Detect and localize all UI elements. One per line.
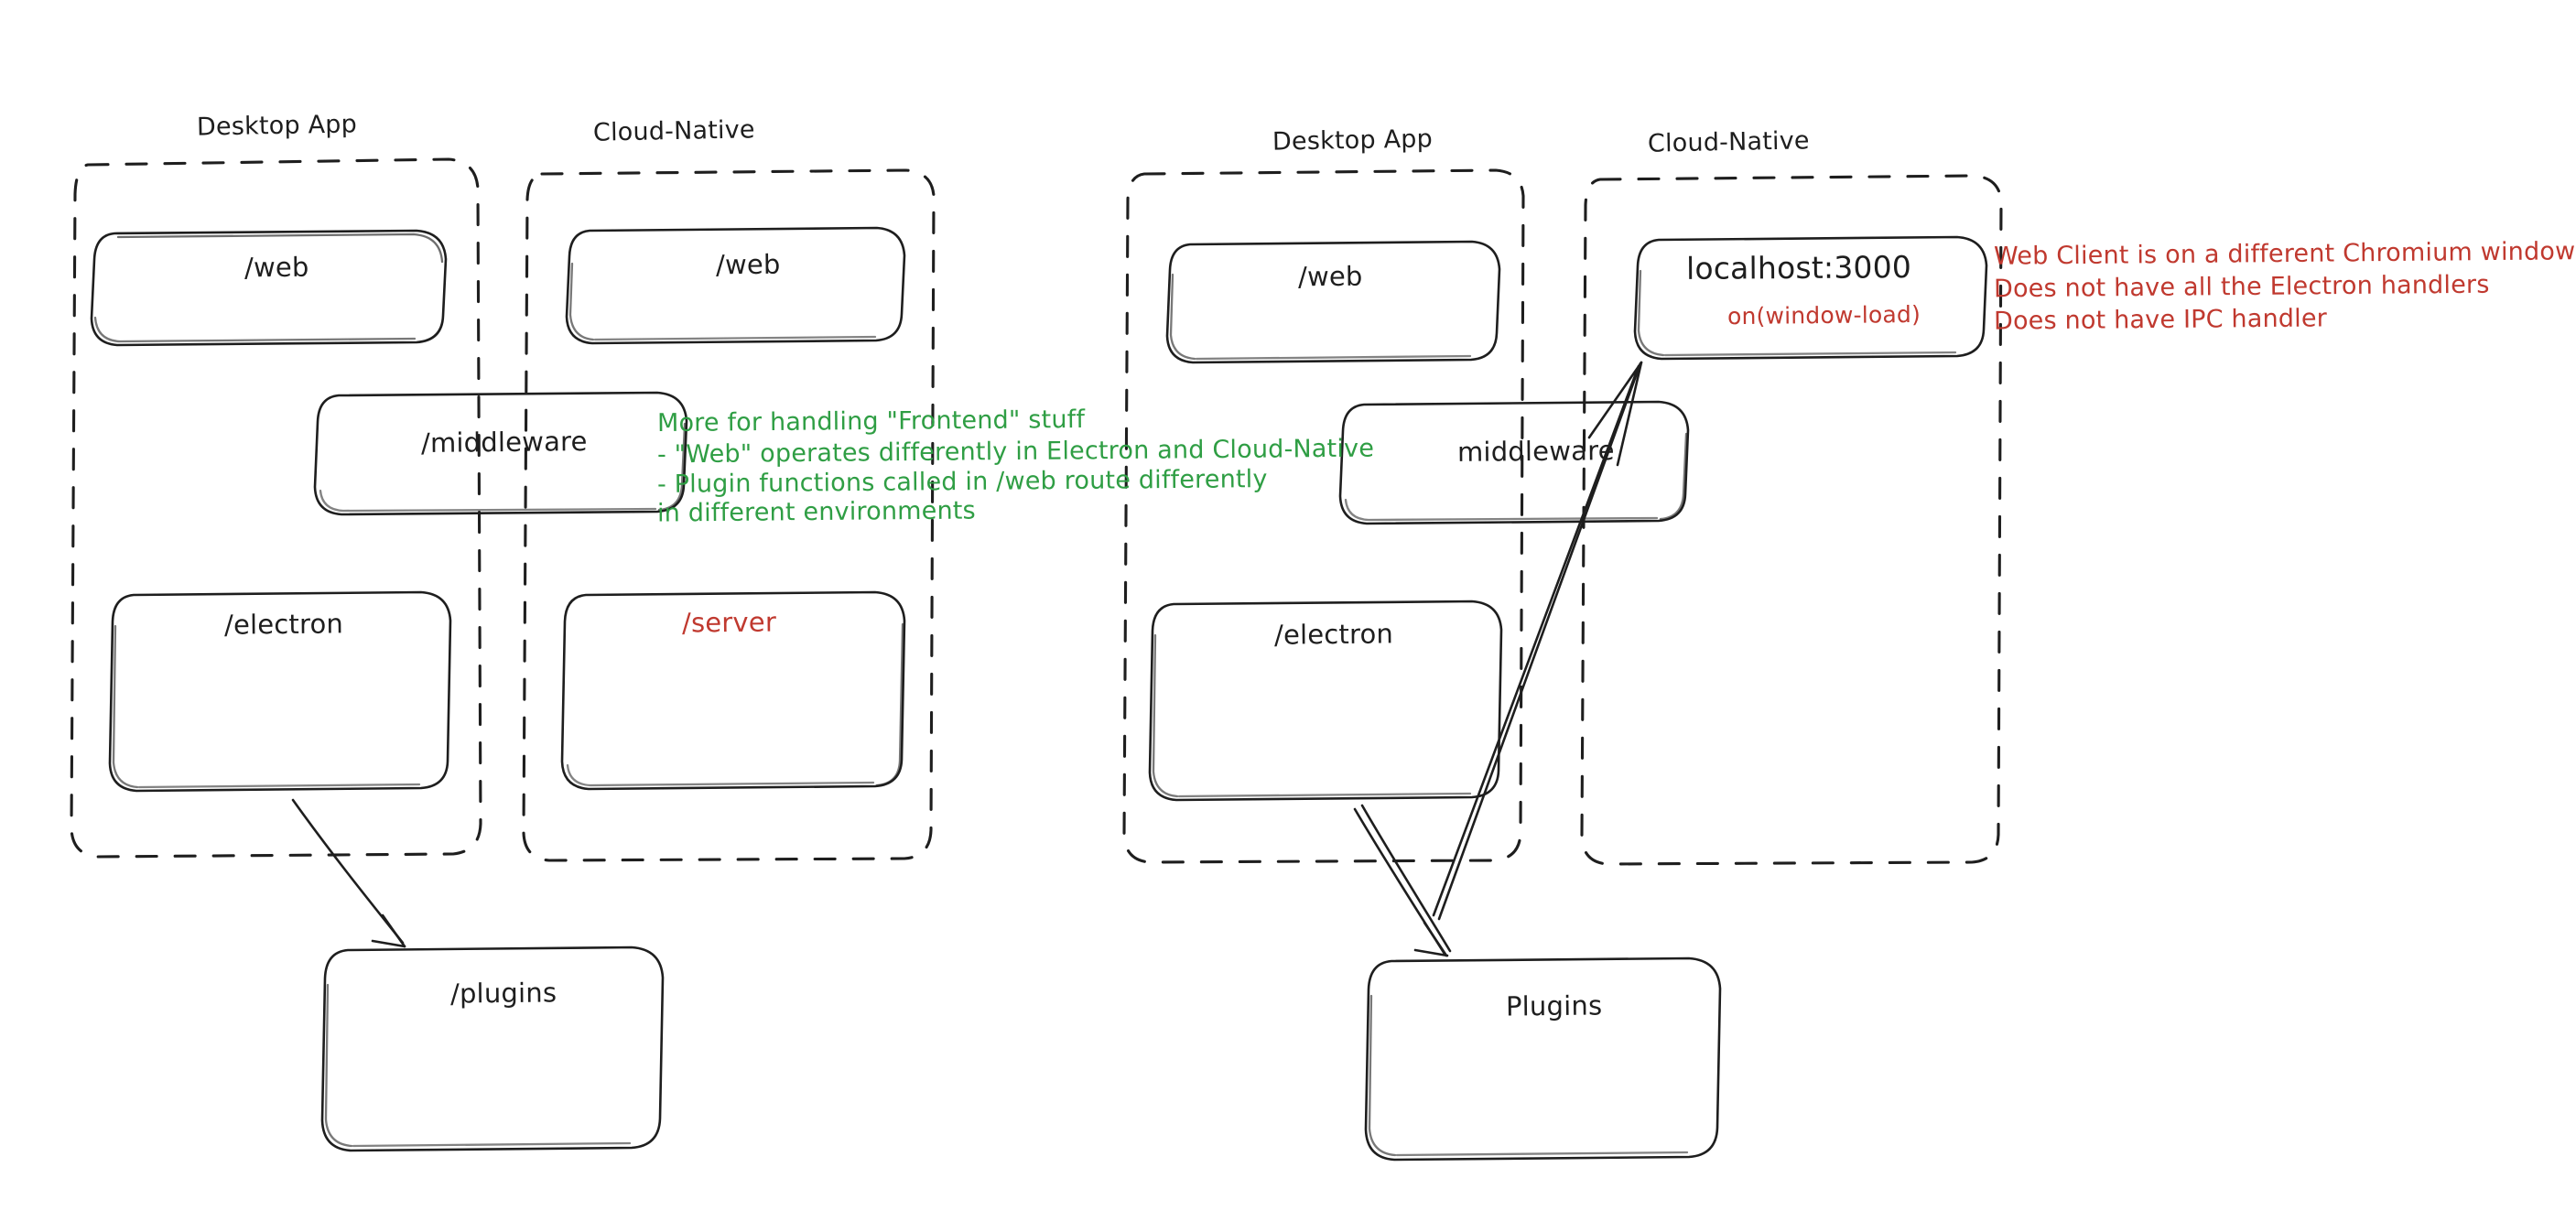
node-label-right-plugins: Plugins: [1505, 989, 1603, 1022]
node-label-left-middleware: /middleware: [420, 426, 588, 459]
node-label-right-middleware: middleware: [1456, 435, 1615, 468]
node-left-middleware[interactable]: [313, 391, 688, 516]
node-right-web[interactable]: [1165, 240, 1501, 364]
annotation-red-line-3: Does not have IPC handler: [1993, 304, 2328, 336]
edge-right-electron-to-localhost: [1432, 361, 1643, 921]
node-label-right-localhost: localhost:3000: [1685, 249, 1912, 286]
annotation-red-line-1: Web Client is on a different Chromium wi…: [1993, 237, 2576, 271]
node-label-left-desktop-web: /web: [244, 251, 309, 284]
node-label-right-web: /web: [1297, 260, 1363, 293]
group-title-left-cloud-native: Cloud-Native: [592, 115, 755, 147]
node-right-localhost[interactable]: [1633, 235, 1988, 361]
node-left-cloud-web[interactable]: [565, 226, 906, 345]
group-right-cloud-native: [1580, 174, 2003, 866]
annotation-green-line-4: in different environments: [656, 496, 977, 528]
node-label-left-plugins: /plugins: [449, 977, 557, 1010]
node-left-electron[interactable]: [108, 590, 452, 793]
edge-right-electron-to-plugins: [1353, 804, 1452, 957]
node-left-plugins[interactable]: [320, 946, 665, 1152]
annotation-red-line-2: Does not have all the Electron handlers: [1993, 270, 2490, 304]
node-label-right-electron: /electron: [1273, 618, 1394, 651]
node-left-desktop-web[interactable]: [90, 229, 448, 347]
node-label-left-electron: /electron: [223, 608, 344, 641]
group-title-right-cloud-native: Cloud-Native: [1647, 126, 1810, 158]
node-right-electron[interactable]: [1148, 600, 1503, 802]
annotation-green-line-3: - Plugin functions called in /web route …: [656, 465, 1268, 499]
group-left-desktop-app: [70, 157, 482, 859]
node-label-left-server: /server: [681, 606, 777, 639]
node-right-middleware[interactable]: [1338, 400, 1690, 525]
annotation-green-line-1: More for handling "Frontend" stuff: [656, 405, 1086, 438]
node-left-server[interactable]: [560, 590, 906, 791]
group-left-cloud-native: [522, 168, 936, 862]
group-title-left-desktop-app: Desktop App: [196, 110, 358, 142]
group-title-right-desktop-app: Desktop App: [1272, 124, 1434, 157]
node-label-left-cloud-web: /web: [715, 248, 781, 281]
node-right-plugins[interactable]: [1364, 956, 1722, 1162]
node-sublabel-right-localhost-on-window-load: on(window-load): [1726, 300, 1921, 330]
edge-left-electron-to-plugins: [291, 798, 406, 948]
